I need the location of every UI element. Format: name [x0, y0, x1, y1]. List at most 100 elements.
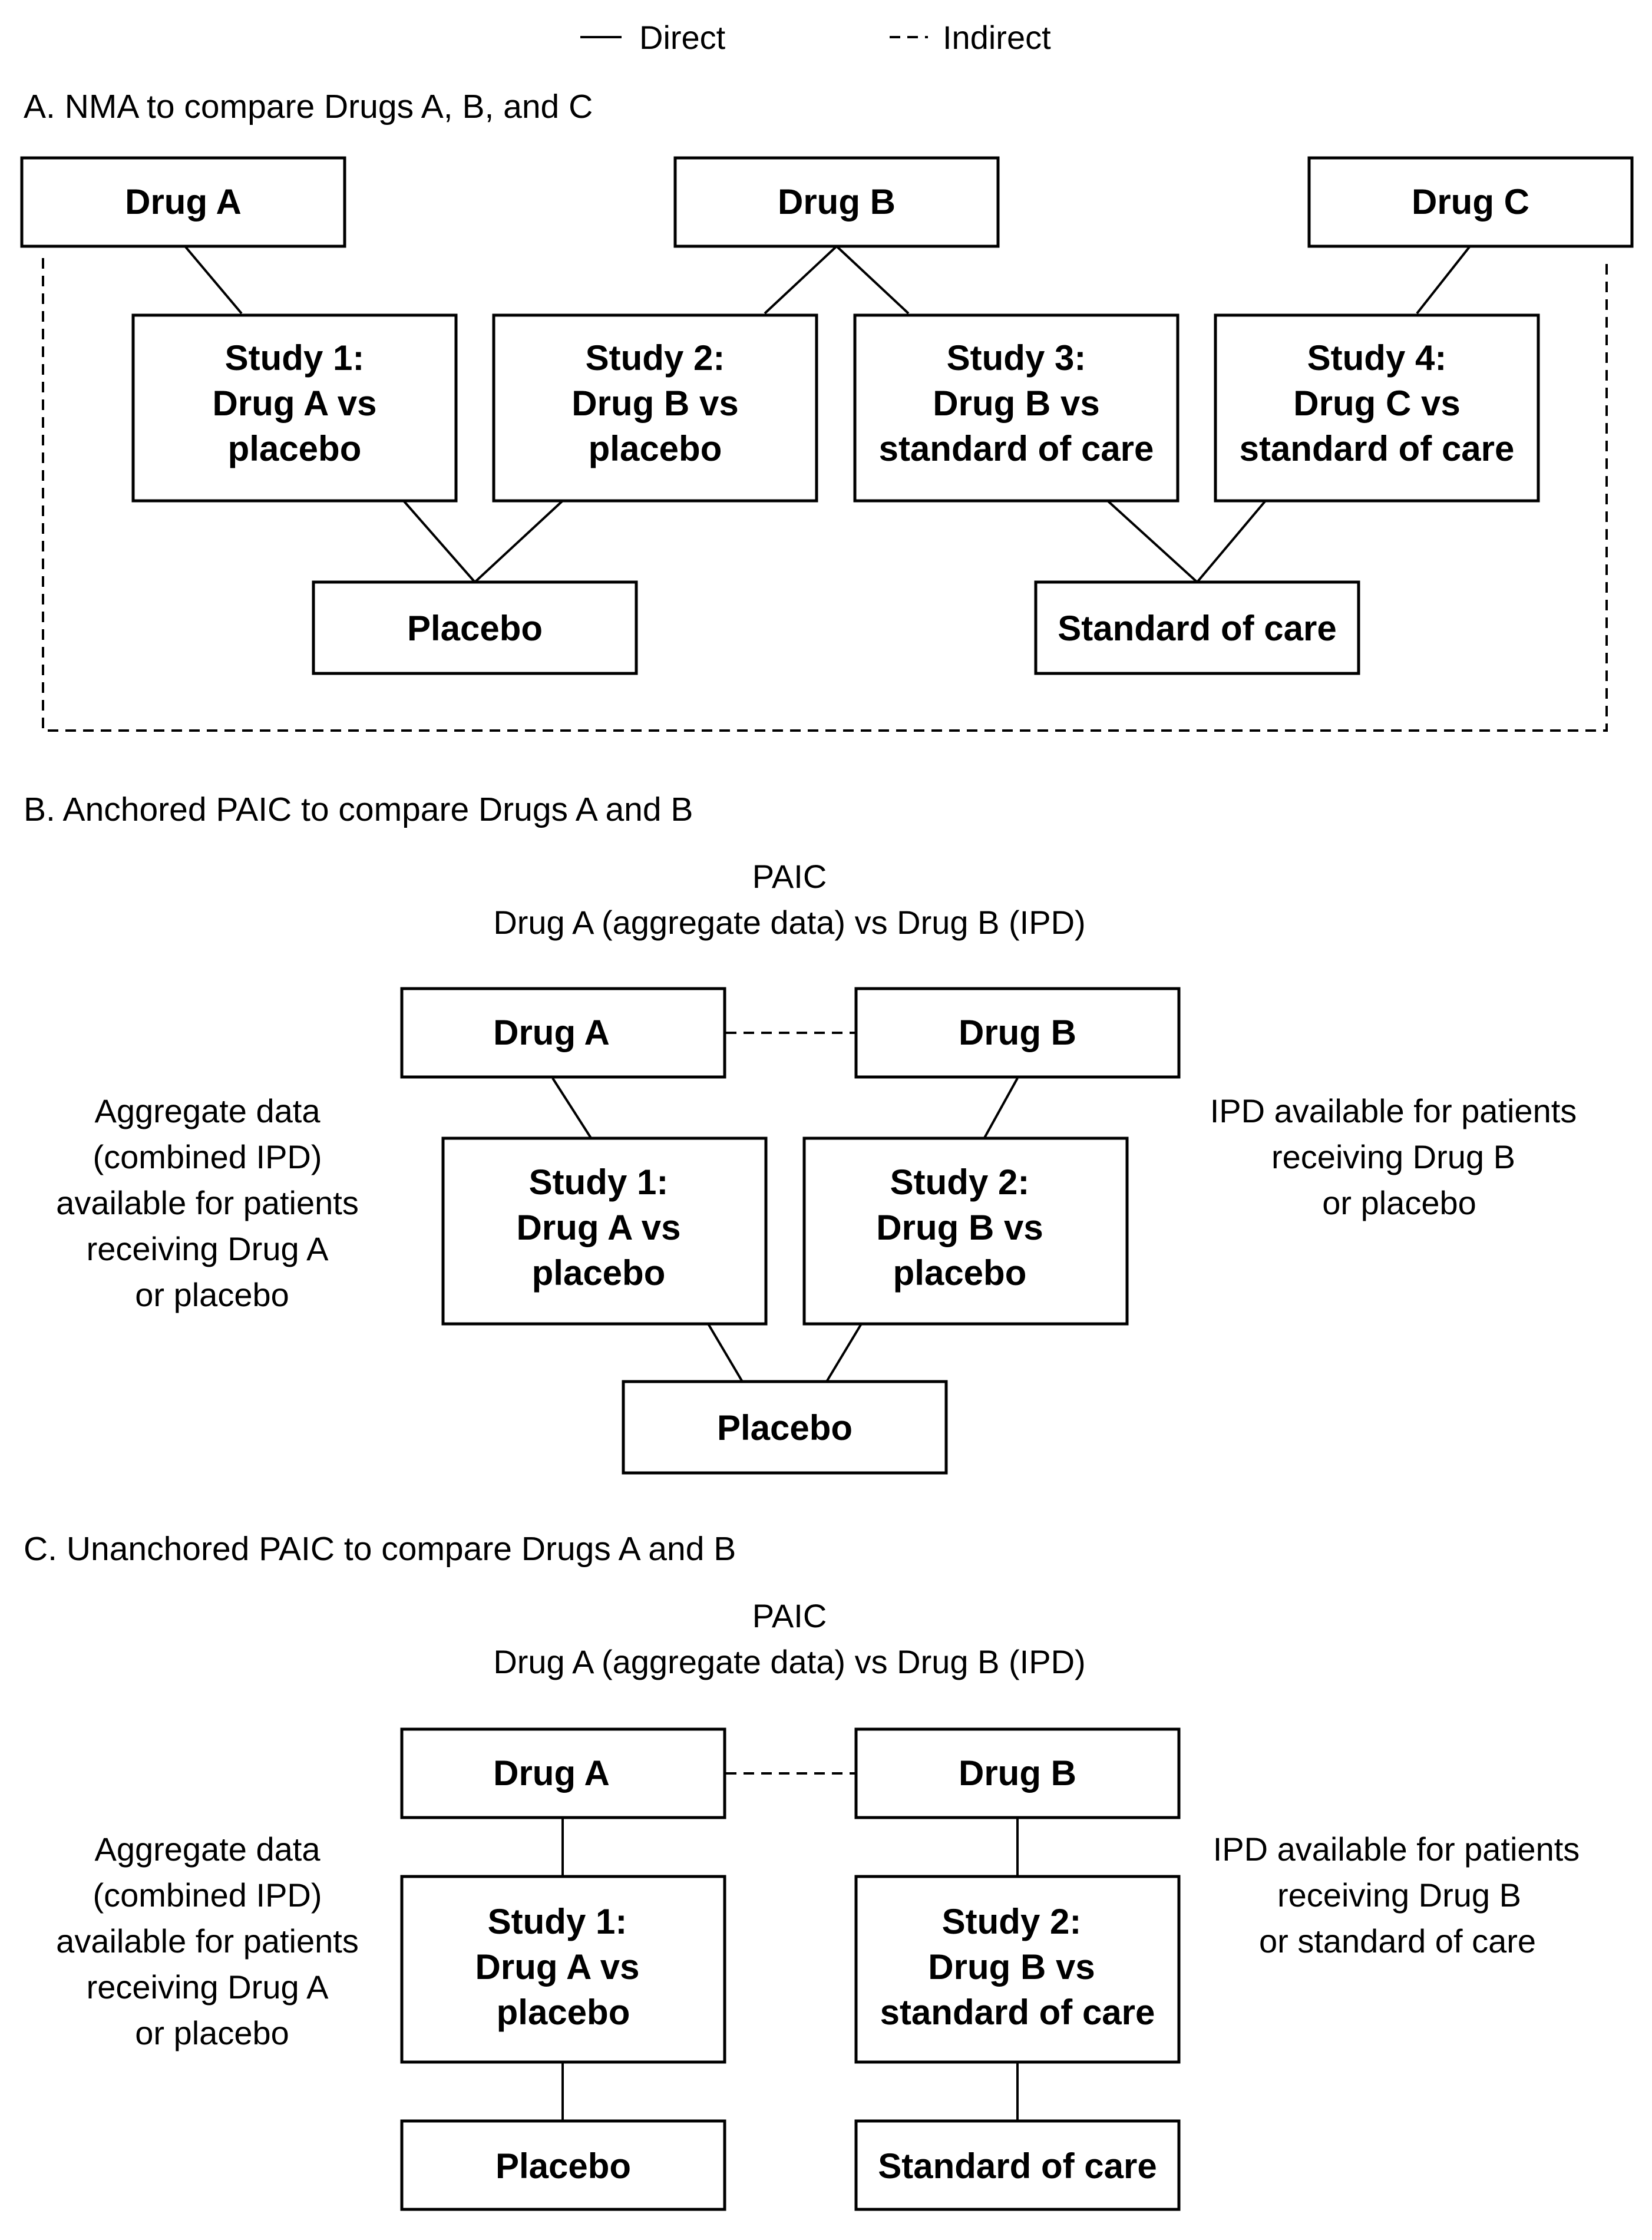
- c-study2-line1: Study 2:: [942, 1902, 1082, 1941]
- section-b: B. Anchored PAIC to compare Drugs A and …: [24, 791, 1577, 1475]
- connector-study1-placebo: [402, 500, 476, 583]
- b-right-note-line2: receiving Drug B: [1271, 1138, 1515, 1175]
- a-drug-a-label: Drug A: [125, 182, 242, 222]
- b-drug-a-label: Drug A: [493, 1013, 610, 1052]
- c-study1-node: Study 1: Drug A vs placebo: [400, 1875, 726, 2064]
- b-right-note-line3: or placebo: [1322, 1184, 1476, 1221]
- c-paic-line1: PAIC: [752, 1597, 827, 1634]
- c-study1-line2: Drug A vs: [475, 1947, 640, 1987]
- b-left-note-line1: Aggregate data: [95, 1092, 321, 1129]
- a-study3-line2: Drug B vs: [933, 384, 1099, 423]
- a-soc-node: Standard of care: [1034, 580, 1360, 675]
- c-paic-line2: Drug A (aggregate data) vs Drug B (IPD): [493, 1643, 1085, 1680]
- b-study2-line2: Drug B vs: [876, 1208, 1043, 1247]
- b-placebo-node: Placebo: [622, 1380, 948, 1475]
- c-soc-node: Standard of care: [854, 2119, 1181, 2211]
- connector-drug-b-study2: [764, 245, 838, 315]
- connector-study3-soc: [1106, 500, 1198, 583]
- b-drug-a-node: Drug A: [400, 987, 726, 1079]
- c-drug-a-label: Drug A: [493, 1753, 610, 1793]
- b-paic-line2: Drug A (aggregate data) vs Drug B (IPD): [493, 904, 1085, 941]
- b-left-note-line5: or placebo: [135, 1276, 289, 1313]
- c-left-note-line4: receiving Drug A: [87, 1968, 329, 2006]
- a-study2-node: Study 2: Drug B vs placebo: [492, 313, 818, 503]
- connector-drug-a-study1: [184, 245, 243, 315]
- c-right-note-line3: or standard of care: [1259, 1922, 1536, 1960]
- c-study2-line2: Drug B vs: [928, 1947, 1095, 1987]
- a-study4-line1: Study 4:: [1307, 338, 1447, 378]
- a-study3-line3: standard of care: [879, 429, 1154, 468]
- b-study1-line3: placebo: [532, 1253, 666, 1293]
- b-connector-study2-placebo: [825, 1323, 863, 1383]
- c-study2-node: Study 2: Drug B vs standard of care: [854, 1875, 1181, 2064]
- a-study1-line3: placebo: [228, 429, 362, 468]
- b-paic-line1: PAIC: [752, 858, 827, 895]
- b-study1-line2: Drug A vs: [517, 1208, 681, 1247]
- b-right-note-line1: IPD available for patients: [1210, 1092, 1577, 1129]
- connector-study2-placebo: [474, 500, 564, 583]
- section-c: C. Unanchored PAIC to compare Drugs A an…: [24, 1530, 1580, 2211]
- b-connector-drug-b-study2: [983, 1078, 1019, 1139]
- section-a-title: A. NMA to compare Drugs A, B, and C: [24, 88, 593, 125]
- c-right-note: IPD available for patients receiving Dru…: [1213, 1831, 1580, 1960]
- legend: Direct Indirect: [580, 19, 1051, 56]
- a-drug-c-node: Drug C: [1307, 156, 1634, 248]
- a-soc-label: Standard of care: [1058, 609, 1336, 648]
- connector-drug-b-study3: [835, 245, 910, 315]
- section-b-title: B. Anchored PAIC to compare Drugs A and …: [24, 791, 693, 828]
- a-drug-b-node: Drug B: [673, 156, 1000, 248]
- c-study1-line3: placebo: [497, 1993, 630, 2032]
- c-left-note-line3: available for patients: [56, 1922, 359, 1960]
- c-left-note-line5: or placebo: [135, 2014, 289, 2051]
- a-study3-node: Study 3: Drug B vs standard of care: [853, 313, 1179, 503]
- b-left-note: Aggregate data (combined IPD) available …: [56, 1092, 359, 1313]
- a-study4-line3: standard of care: [1240, 429, 1515, 468]
- c-left-note-line1: Aggregate data: [95, 1831, 321, 1868]
- b-left-note-line4: receiving Drug A: [87, 1230, 329, 1267]
- b-placebo-label: Placebo: [717, 1408, 853, 1448]
- legend-indirect-label: Indirect: [943, 19, 1051, 56]
- b-study2-line3: placebo: [893, 1253, 1027, 1293]
- a-drug-a-node: Drug A: [20, 156, 346, 248]
- b-study1-node: Study 1: Drug A vs placebo: [441, 1136, 768, 1326]
- a-placebo-node: Placebo: [312, 580, 638, 675]
- connector-drug-c-study4: [1416, 245, 1471, 315]
- b-connector-study1-placebo: [707, 1323, 744, 1383]
- b-drug-b-node: Drug B: [854, 987, 1181, 1079]
- a-study3-line1: Study 3:: [947, 338, 1086, 378]
- c-right-note-line2: receiving Drug B: [1277, 1876, 1521, 1914]
- a-study1-line2: Drug A vs: [213, 384, 377, 423]
- b-study2-node: Study 2: Drug B vs placebo: [802, 1136, 1129, 1326]
- b-study1-line1: Study 1:: [529, 1162, 669, 1202]
- a-study4-node: Study 4: Drug C vs standard of care: [1214, 313, 1540, 503]
- a-study2-line2: Drug B vs: [571, 384, 738, 423]
- section-a-indirect-outline: [42, 258, 1608, 732]
- a-study2-line1: Study 2:: [586, 338, 725, 378]
- c-placebo-label: Placebo: [495, 2146, 631, 2186]
- section-c-title: C. Unanchored PAIC to compare Drugs A an…: [24, 1530, 736, 1568]
- b-study2-line1: Study 2:: [890, 1162, 1030, 1202]
- c-study2-line3: standard of care: [880, 1993, 1155, 2032]
- a-placebo-label: Placebo: [407, 609, 543, 648]
- a-study1-line1: Study 1:: [225, 338, 365, 378]
- c-left-note: Aggregate data (combined IPD) available …: [56, 1831, 359, 2051]
- c-left-note-line2: (combined IPD): [92, 1876, 322, 1914]
- c-drug-b-label: Drug B: [959, 1753, 1076, 1793]
- connector-study4-soc: [1196, 500, 1267, 583]
- c-drug-b-node: Drug B: [854, 1727, 1181, 1819]
- c-study1-line1: Study 1:: [488, 1902, 627, 1941]
- a-drug-b-label: Drug B: [778, 182, 896, 222]
- b-drug-b-label: Drug B: [959, 1013, 1076, 1052]
- a-study1-node: Study 1: Drug A vs placebo: [131, 313, 458, 503]
- a-study4-line2: Drug C vs: [1293, 384, 1460, 423]
- c-right-note-line1: IPD available for patients: [1213, 1831, 1580, 1868]
- b-left-note-line2: (combined IPD): [92, 1138, 322, 1175]
- b-connector-drug-a-study1: [551, 1077, 593, 1140]
- legend-direct-label: Direct: [639, 19, 726, 56]
- a-drug-c-label: Drug C: [1412, 182, 1529, 222]
- c-soc-label: Standard of care: [878, 2146, 1157, 2186]
- b-right-note: IPD available for patients receiving Dru…: [1210, 1092, 1577, 1221]
- a-study2-line3: placebo: [589, 429, 722, 468]
- section-a: A. NMA to compare Drugs A, B, and C Drug…: [20, 88, 1634, 732]
